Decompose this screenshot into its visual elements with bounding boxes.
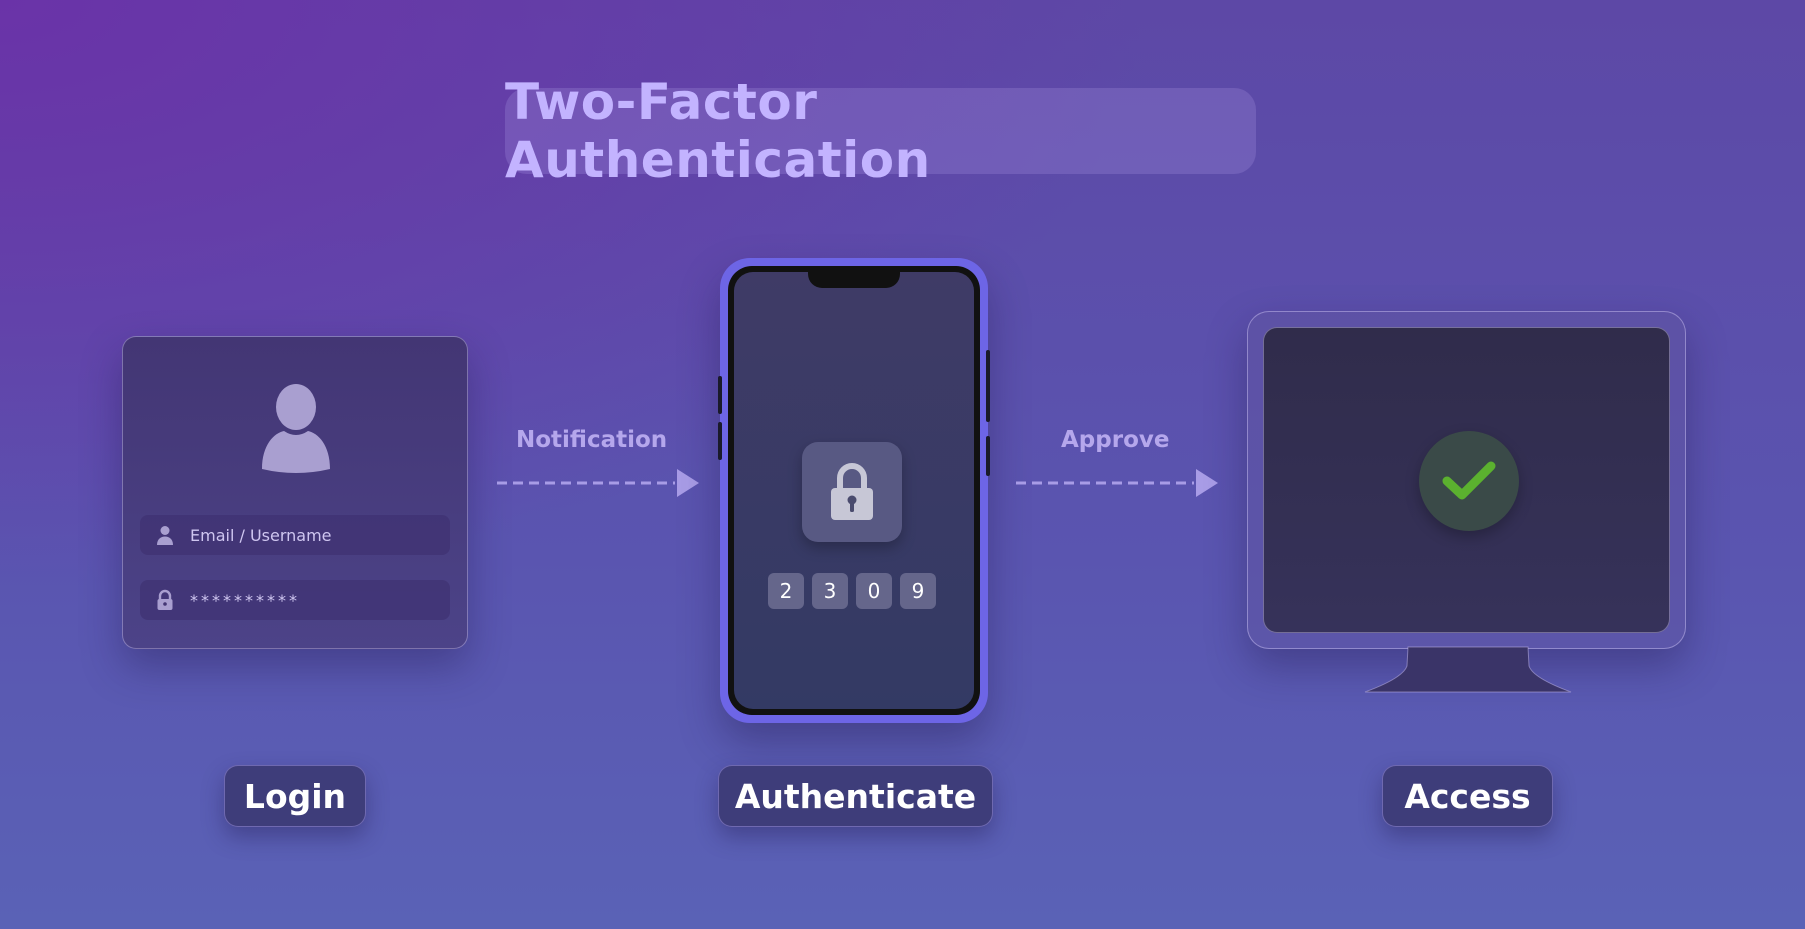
code-digit: 2	[768, 573, 804, 609]
step-access-label: Access	[1382, 765, 1553, 827]
monitor-screen	[1263, 327, 1670, 633]
phone-power-button	[986, 350, 990, 422]
login-card: Email / Username **********	[122, 336, 468, 649]
notification-label: Notification	[516, 427, 668, 453]
code-digit: 3	[812, 573, 848, 609]
phone-bezel: 2 3 0 9	[728, 266, 980, 715]
monitor-stand	[1364, 646, 1572, 693]
padlock-tile	[802, 442, 902, 542]
checkmark-icon	[1442, 461, 1496, 500]
lock-icon	[157, 589, 173, 610]
approve-arrow	[1016, 469, 1218, 497]
phone-screen: 2 3 0 9	[734, 272, 974, 709]
diagram-title: Two-Factor Authentication	[505, 73, 931, 189]
padlock-icon	[831, 463, 873, 520]
phone-volume-up	[718, 376, 722, 414]
phone-device: 2 3 0 9	[718, 258, 990, 723]
code-digit: 9	[900, 573, 936, 609]
phone-notch	[808, 272, 900, 288]
email-placeholder: Email / Username	[190, 525, 332, 545]
step-authenticate-label: Authenticate	[718, 765, 993, 827]
notification-arrow	[497, 469, 699, 497]
phone-volume-down	[718, 422, 722, 460]
phone-side-button	[986, 436, 990, 476]
code-digit: 0	[856, 573, 892, 609]
verification-code: 2 3 0 9	[768, 573, 936, 609]
monitor-device	[1247, 311, 1686, 649]
user-avatar-icon	[262, 384, 330, 473]
approve-label: Approve	[1061, 427, 1170, 453]
email-field[interactable]: Email / Username	[140, 515, 450, 555]
diagram-title-box: Two-Factor Authentication	[505, 73, 1256, 189]
success-badge	[1419, 431, 1519, 531]
password-mask: **********	[190, 590, 300, 610]
password-field[interactable]: **********	[140, 580, 450, 620]
step-login-label: Login	[224, 765, 366, 827]
user-icon	[157, 526, 173, 545]
